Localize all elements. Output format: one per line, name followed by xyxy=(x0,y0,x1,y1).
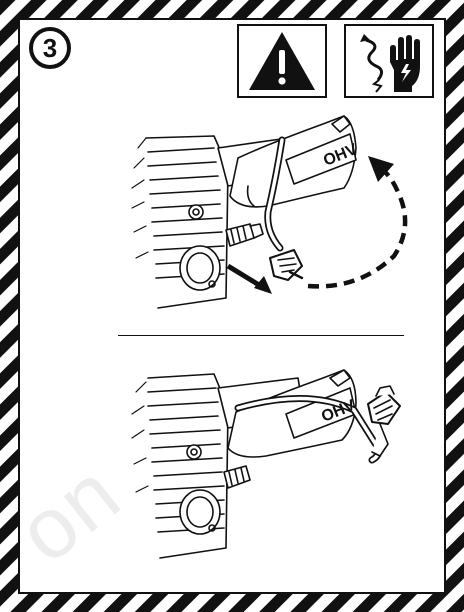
shock-hazard-icon-box xyxy=(344,24,434,98)
section-divider xyxy=(118,335,404,336)
electric-shock-hand-icon xyxy=(346,26,432,96)
step-number-badge: 3 xyxy=(29,27,71,69)
warning-triangle-icon xyxy=(239,26,325,96)
spark-plug-wire-disconnect-illustration: OHV xyxy=(118,108,418,330)
warning-icon-box xyxy=(237,24,327,98)
step-number: 3 xyxy=(43,33,57,64)
spark-plug-wire-secured-illustration: OHV xyxy=(118,348,418,570)
